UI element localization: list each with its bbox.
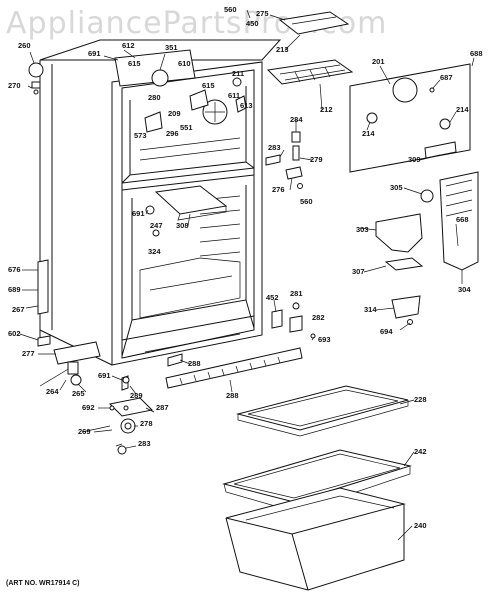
callout-688: 688 [470,49,483,58]
callout-611: 611 [228,91,241,100]
evaporator-cover [266,11,354,85]
callout-602: 602 [8,329,21,338]
right-side-parts [375,171,479,325]
callout-668: 668 [456,215,469,224]
callout-351: 351 [165,43,178,52]
callout-304: 304 [458,285,471,294]
callout-314: 314 [364,305,377,314]
callout-613: 613 [240,101,253,110]
callout-283b: 283 [138,439,151,448]
callout-676: 676 [8,265,21,274]
cabinet-case [39,39,282,366]
callout-213: 213 [276,45,289,54]
callout-211: 211 [232,69,245,78]
callout-279: 279 [310,155,323,164]
callout-278: 278 [140,419,153,428]
callout-551: 551 [180,123,193,132]
callout-267: 267 [12,305,25,314]
callout-283: 283 [268,143,281,152]
crisper-drawer-240 [225,487,406,591]
callout-307: 307 [352,267,365,276]
callout-270: 270 [8,81,21,90]
left-side-parts [28,62,101,387]
callout-275: 275 [256,9,269,18]
callout-260: 260 [18,41,31,50]
callout-247: 247 [150,221,163,230]
leader-lines [19,9,475,541]
callout-691c: 691 [98,371,111,380]
callout-201: 201 [372,57,385,66]
callout-560b: 560 [300,197,313,206]
callout-324: 324 [148,247,161,256]
callout-692: 692 [82,403,95,412]
callout-228: 228 [414,395,427,404]
callout-281: 281 [290,289,303,298]
callout-615b: 615 [202,81,215,90]
callout-305: 305 [390,183,403,192]
callout-288: 288 [188,359,201,368]
callout-691b: 691 [132,209,145,218]
control-housing [114,49,247,133]
callout-287: 287 [156,403,169,412]
callout-694: 694 [380,327,393,336]
callout-450: 450 [246,19,259,28]
callout-573: 573 [134,131,147,140]
callout-212: 212 [320,105,333,114]
back-panel [349,63,471,173]
callout-214: 214 [456,105,469,114]
callout-264: 264 [46,387,59,396]
callout-610: 610 [178,59,191,68]
glass-shelf-228 [236,385,409,437]
callout-289: 289 [130,391,143,400]
callout-240: 240 [414,521,427,530]
callout-687: 687 [440,73,453,82]
callout-288b: 288 [226,391,239,400]
callout-296: 296 [166,129,179,138]
callout-308: 308 [176,221,189,230]
art-number: (ART NO. WR17914 C) [6,580,80,587]
callout-309: 309 [408,155,421,164]
callout-280: 280 [148,93,161,102]
callout-265: 265 [72,389,85,398]
callout-209: 209 [168,109,181,118]
callout-615: 615 [128,59,141,68]
callout-284: 284 [290,115,303,124]
callout-693: 693 [318,335,331,344]
callout-560: 560 [224,5,237,14]
callout-277: 277 [22,349,35,358]
callout-282: 282 [312,313,325,322]
callout-242: 242 [414,447,427,456]
callout-689: 689 [8,285,21,294]
center-small-parts [145,131,316,339]
callout-276: 276 [272,185,285,194]
bottom-parts [81,347,303,455]
callout-303: 303 [356,225,369,234]
callout-691: 691 [88,49,101,58]
callout-452: 452 [266,293,279,302]
callout-612: 612 [122,41,135,50]
callout-269: 269 [78,427,91,436]
callout-214b: 214 [362,129,375,138]
